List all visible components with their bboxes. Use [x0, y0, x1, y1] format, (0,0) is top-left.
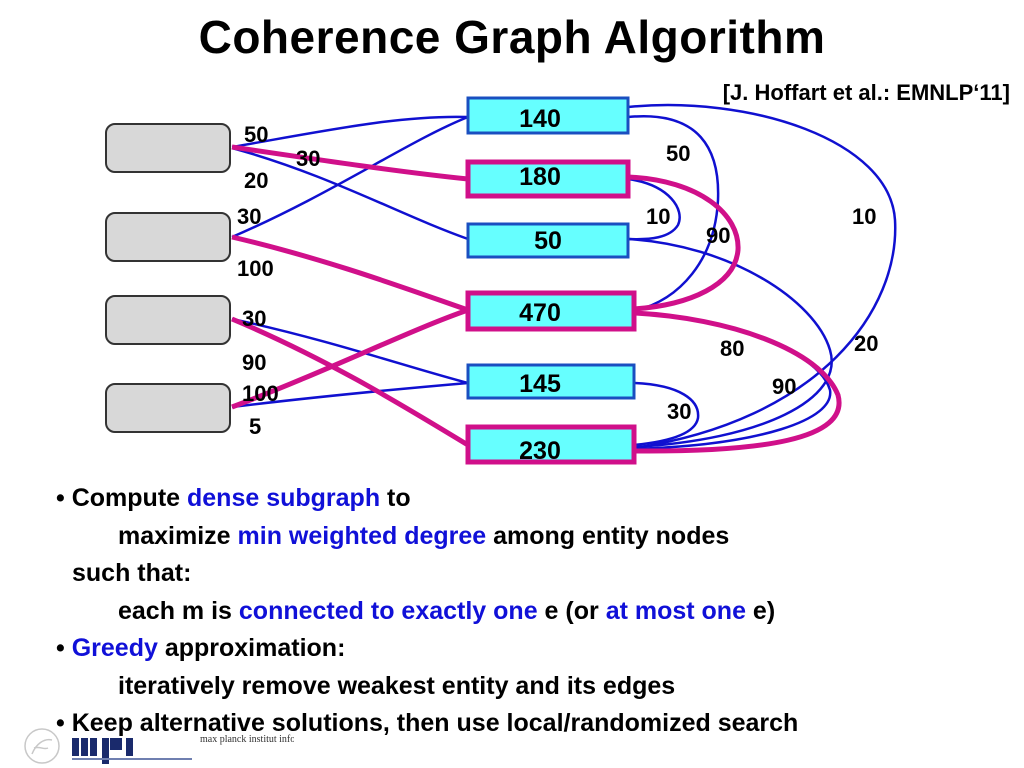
- edge-e140-e470: [627, 114, 720, 313]
- edge-m3-e230: [231, 316, 470, 448]
- edge-weight: 50: [244, 122, 268, 147]
- entity-nodes: 140 180 50 470 145 230: [465, 96, 637, 465]
- edge-weights: 50 30 20 30 100 30 90 100 5 50 10 90 10 …: [237, 122, 878, 439]
- mention-node: [105, 383, 231, 433]
- edge-m4-e470: [231, 307, 469, 410]
- mention-nodes: [105, 123, 231, 433]
- edge-weight: 90: [706, 223, 730, 248]
- entity-label: 145: [519, 370, 561, 398]
- entity-label: 140: [519, 105, 561, 133]
- entity-label: 230: [519, 437, 561, 465]
- citation: [J. Hoffart et al.: EMNLP‘11]: [722, 80, 1010, 105]
- bullet-3: • Keep alternative solutions, then use l…: [56, 709, 799, 737]
- bullet-marker: •: [56, 709, 65, 737]
- entity-node-145: [466, 363, 636, 400]
- edge-m1-e140: [231, 115, 469, 149]
- bullet-2: • Greedy approximation:: [56, 634, 346, 662]
- highlight-text: at most one: [605, 596, 746, 625]
- edge-weight: 20: [244, 168, 268, 193]
- minerva-seal-icon: [24, 728, 60, 764]
- highlight-text: connected to exactly one: [238, 596, 538, 625]
- bullet-1-line-3: such that:: [72, 559, 192, 587]
- edge-e470-e230-b: [633, 311, 832, 451]
- bullet-1-line-2: maximize min weighted degree among entit…: [118, 521, 730, 550]
- entity-node-140: [466, 96, 630, 135]
- mention-node: [105, 212, 231, 262]
- entity-node-230: [465, 424, 637, 465]
- entity-label: 50: [534, 227, 562, 255]
- bullet-marker: •: [56, 484, 65, 512]
- highlight-text: Greedy: [71, 634, 158, 662]
- bullet-2-line-2: iteratively remove weakest entity and it…: [118, 671, 676, 700]
- entity-label: 470: [519, 299, 561, 327]
- edge-weight: 30: [237, 204, 261, 229]
- edge-e470-e230: [633, 310, 842, 454]
- entity-node-470: [465, 290, 637, 332]
- edge-e180-e50: [627, 177, 681, 241]
- edge-weight: 30: [242, 306, 266, 331]
- edge-m2-e140: [231, 115, 469, 239]
- highlight-text: dense subgraph: [187, 484, 381, 512]
- edge-m1-e50: [231, 146, 469, 241]
- edge-weight: 20: [854, 331, 878, 356]
- mention-node: [105, 295, 231, 345]
- edge-weight: 50: [666, 141, 690, 166]
- slide-title: Coherence Graph Algorithm: [198, 11, 826, 63]
- edge-weight: 5: [249, 414, 261, 439]
- highlight-text: min weighted degree: [237, 521, 487, 550]
- mpi-letters-icon: [72, 738, 192, 764]
- edge-m4-e145: [231, 381, 469, 409]
- edge-m2-e470: [231, 234, 469, 313]
- entity-node-180: [465, 159, 631, 199]
- edge-e180-e470: [627, 174, 741, 312]
- edge-m1-e180: [231, 144, 469, 182]
- edge-weight: 10: [852, 204, 876, 229]
- edge-weight: 30: [667, 399, 691, 424]
- coherence-graph: 140 180 50 470 145 230 50 30 20 30 100 3…: [105, 96, 897, 465]
- edge-e140-e230: [627, 103, 897, 450]
- entity-node-50: [466, 222, 630, 259]
- edge-weight: 10: [646, 204, 670, 229]
- logo-text: max planck institut informatik: [200, 734, 294, 745]
- bullet-marker: •: [56, 634, 65, 662]
- edge-e50-e230: [627, 237, 833, 449]
- edge-weight: 90: [772, 374, 796, 399]
- edge-e145-e230: [633, 381, 700, 447]
- edge-weight: 100: [242, 381, 279, 406]
- mpi-logo: max planck institut informatik: [24, 728, 294, 764]
- bullet-1: • Compute dense subgraph to: [56, 484, 411, 512]
- edge-weight: 100: [237, 256, 274, 281]
- mention-node: [105, 123, 231, 173]
- bullet-1-line-4: each m is connected to exactly one e (or…: [118, 596, 776, 625]
- bullet-list: • Compute dense subgraph to maximize min…: [56, 480, 1016, 743]
- edge-weight: 90: [242, 350, 266, 375]
- edge-weight: 80: [720, 336, 744, 361]
- edge-weight: 30: [296, 146, 320, 171]
- entity-label: 180: [519, 163, 561, 191]
